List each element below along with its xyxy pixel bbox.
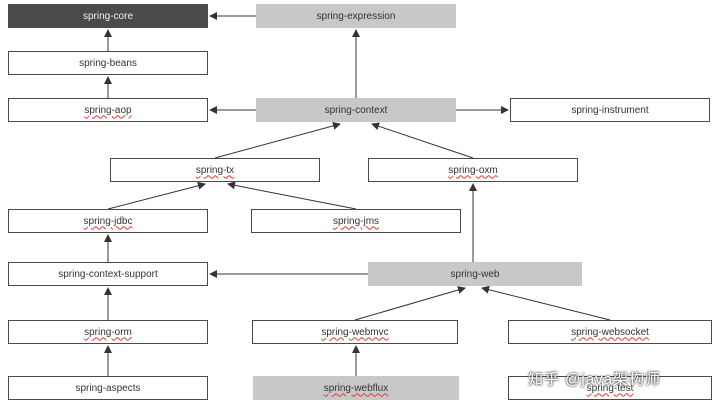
module-spring-jms: spring-jms: [251, 209, 461, 233]
module-label: spring-webflux: [323, 382, 389, 394]
module-label: spring-webmvc: [321, 326, 389, 338]
module-spring-core: spring-core: [8, 4, 208, 28]
module-spring-web: spring-web: [368, 262, 582, 286]
module-label: spring-aop: [84, 104, 132, 116]
module-label: spring-tx: [195, 164, 235, 176]
module-spring-expression: spring-expression: [256, 4, 456, 28]
module-label: spring-context: [324, 104, 388, 116]
module-label: spring-beans: [79, 57, 137, 69]
module-label: spring-web: [450, 268, 500, 280]
watermark: 知乎 @java架构师: [528, 371, 661, 388]
module-spring-context-support: spring-context-support: [8, 262, 208, 286]
module-spring-test: spring-test: [508, 376, 712, 400]
module-label: spring-context-support: [58, 268, 158, 280]
module-spring-instrument: spring-instrument: [510, 98, 710, 122]
edge-jdbc-tx: [107, 181, 206, 210]
module-spring-tx: spring-tx: [110, 158, 320, 182]
module-spring-beans: spring-beans: [8, 51, 208, 75]
module-spring-aop: spring-aop: [8, 98, 208, 122]
module-spring-aspects: spring-aspects: [8, 376, 208, 400]
module-label: spring-jdbc: [83, 215, 133, 227]
edge-webmvc-web: [354, 286, 466, 321]
module-label: spring-instrument: [571, 104, 649, 116]
module-label: spring-test: [586, 382, 634, 394]
module-label: spring-core: [82, 10, 134, 22]
module-spring-websocket: spring-websocket: [508, 320, 712, 344]
edge-oxm-context: [371, 122, 474, 159]
edge-websocket-web: [481, 285, 611, 321]
module-spring-webmvc: spring-webmvc: [252, 320, 458, 344]
module-spring-context: spring-context: [256, 98, 456, 122]
module-label: spring-aspects: [75, 382, 141, 394]
module-label: spring-oxm: [448, 164, 498, 176]
module-label: spring-expression: [316, 10, 396, 22]
module-spring-orm: spring-orm: [8, 320, 208, 344]
module-spring-webflux: spring-webflux: [253, 376, 459, 400]
module-label: spring-jms: [332, 215, 380, 227]
edge-tx-context: [214, 121, 341, 159]
edge-jms-tx: [227, 181, 357, 210]
module-spring-oxm: spring-oxm: [368, 158, 578, 182]
module-spring-jdbc: spring-jdbc: [8, 209, 208, 233]
module-label: spring-orm: [84, 326, 132, 338]
module-label: spring-websocket: [571, 326, 649, 338]
